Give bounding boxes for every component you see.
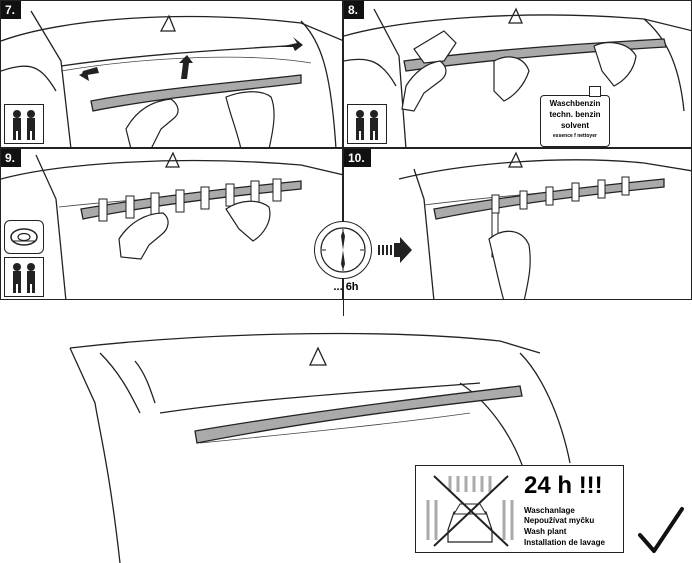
two-persons-icon bbox=[4, 257, 44, 297]
warning-duration: 24 h !!! bbox=[524, 472, 603, 499]
two-persons-icon bbox=[347, 104, 387, 144]
step-10-number: 10. bbox=[344, 149, 371, 167]
solvent-label-line-2: techn. benzin bbox=[549, 110, 601, 119]
warning-line-en: Wash plant bbox=[524, 527, 567, 536]
final-result-illustration bbox=[69, 332, 571, 563]
warning-line-cs: Nepoužívat myčku bbox=[524, 516, 595, 525]
step-9-illustration bbox=[1, 151, 342, 299]
clock-icon bbox=[314, 221, 372, 279]
car-wash-icon bbox=[426, 475, 514, 547]
solvent-label-line-1: Waschbenzin bbox=[549, 99, 601, 108]
warning-line-de: Waschanlage bbox=[524, 506, 575, 515]
arrow-right-icon bbox=[378, 236, 412, 264]
solvent-can-cap bbox=[589, 86, 601, 97]
step-8-number: 8. bbox=[344, 1, 365, 19]
checkmark-icon bbox=[638, 507, 684, 553]
tape-roll-icon bbox=[4, 220, 44, 254]
solvent-can: Waschbenzin techn. benzin solvent essenc… bbox=[540, 86, 610, 147]
timer-label: ... 6h bbox=[333, 281, 359, 293]
two-persons-icon bbox=[4, 104, 44, 144]
step-8-panel: 8. Waschbenzin techn. benzin solvent ess… bbox=[343, 0, 692, 148]
solvent-label-line-3: solvent bbox=[560, 121, 589, 130]
step-9-number: 9. bbox=[1, 149, 22, 167]
step-10-panel: 10. bbox=[343, 148, 692, 300]
panel-divider-line bbox=[343, 300, 344, 316]
step-10-illustration bbox=[398, 151, 691, 299]
solvent-label-line-4: essence f nettoyer bbox=[553, 133, 597, 139]
step-7-illustration bbox=[1, 10, 342, 147]
car-wash-warning: 24 h !!! Waschanlage Nepoužívat myčku Wa… bbox=[415, 465, 624, 553]
step-9-panel: 9. bbox=[0, 148, 343, 300]
step-7-number: 7. bbox=[1, 1, 22, 19]
step-8-illustration bbox=[344, 7, 691, 147]
warning-line-fr: Installation de lavage bbox=[524, 538, 605, 547]
step-7-panel: 7. bbox=[0, 0, 343, 148]
